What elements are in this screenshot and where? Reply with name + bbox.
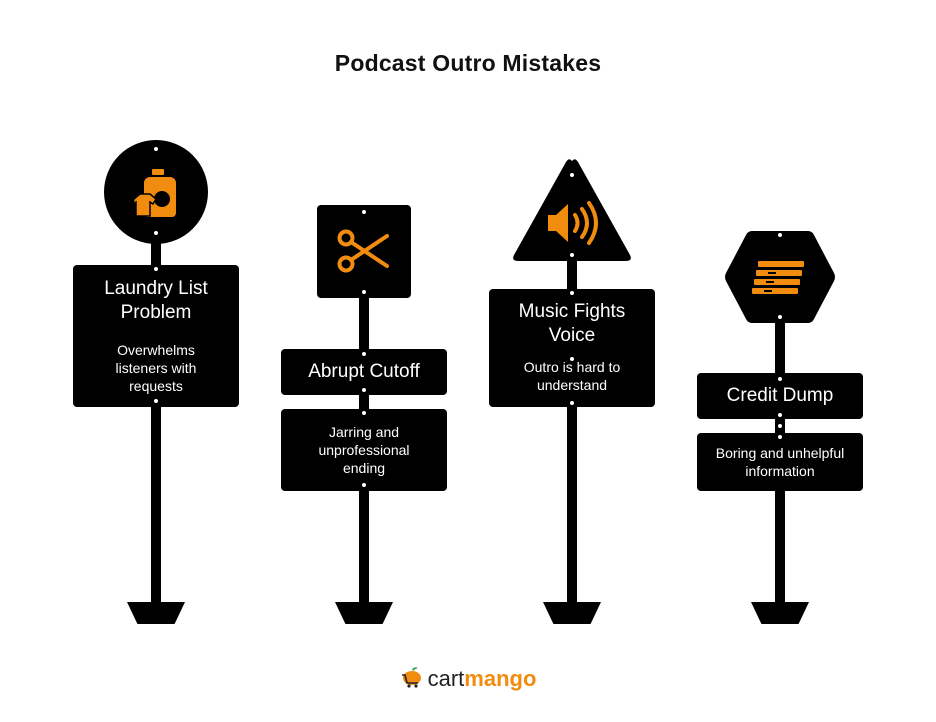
rivet [777,423,783,429]
rivet [569,172,575,178]
sign-description: Overwhelms listeners with requests [115,342,197,394]
rivet [361,387,367,393]
sign-base [543,602,601,624]
cartmango-logo: cartmango [0,666,936,692]
rivet [777,434,783,440]
rivet [361,209,367,215]
sign-description: Boring and unhelpful information [715,445,845,479]
sign-description: Outro is hard to understand [523,359,621,393]
scissors-icon [337,229,389,273]
rivet [569,290,575,296]
sign-label: Credit Dump [726,385,834,406]
sign-board: Jarring and unprofessional ending [281,409,447,491]
rivet [361,289,367,295]
mango-cart-icon [401,667,421,688]
rivet [777,412,783,418]
rivet [777,314,783,320]
sign-board: Music Fights Voice Outro is hard to unde… [489,289,655,407]
rivet [569,252,575,258]
sign-label: Laundry List Problem [104,278,208,323]
sign-pole [567,260,577,602]
rivet [361,482,367,488]
rivet [777,232,783,238]
sign-label: Abrupt Cutoff [308,361,420,382]
money-stack-icon [752,261,804,294]
logo-text-mango: mango [464,666,537,691]
rivet [569,356,575,362]
sign-label: Music Fights Voice [518,301,626,346]
rivet [153,146,159,152]
sign-base [127,602,185,624]
rivet [361,351,367,357]
hexagon-sign [725,231,835,323]
rivet [569,400,575,406]
rivet [153,266,159,272]
laundry-detergent-icon [131,169,176,217]
diagram-title: Podcast Outro Mistakes [334,50,602,76]
sign-pole [151,230,161,602]
triangle-sign [513,159,631,261]
sign-base [335,602,393,624]
logo-text-cart: cart [427,666,465,691]
rivet [153,230,159,236]
sign-board: Laundry List Problem Overwhelms listener… [73,265,239,407]
sign-description: Jarring and unprofessional ending [318,424,410,476]
rivet [153,398,159,404]
speaker-volume-icon [548,201,598,245]
sign-board: Boring and unhelpful information [697,433,863,491]
sign-base [751,602,809,624]
rivet [361,410,367,416]
rivet [777,376,783,382]
